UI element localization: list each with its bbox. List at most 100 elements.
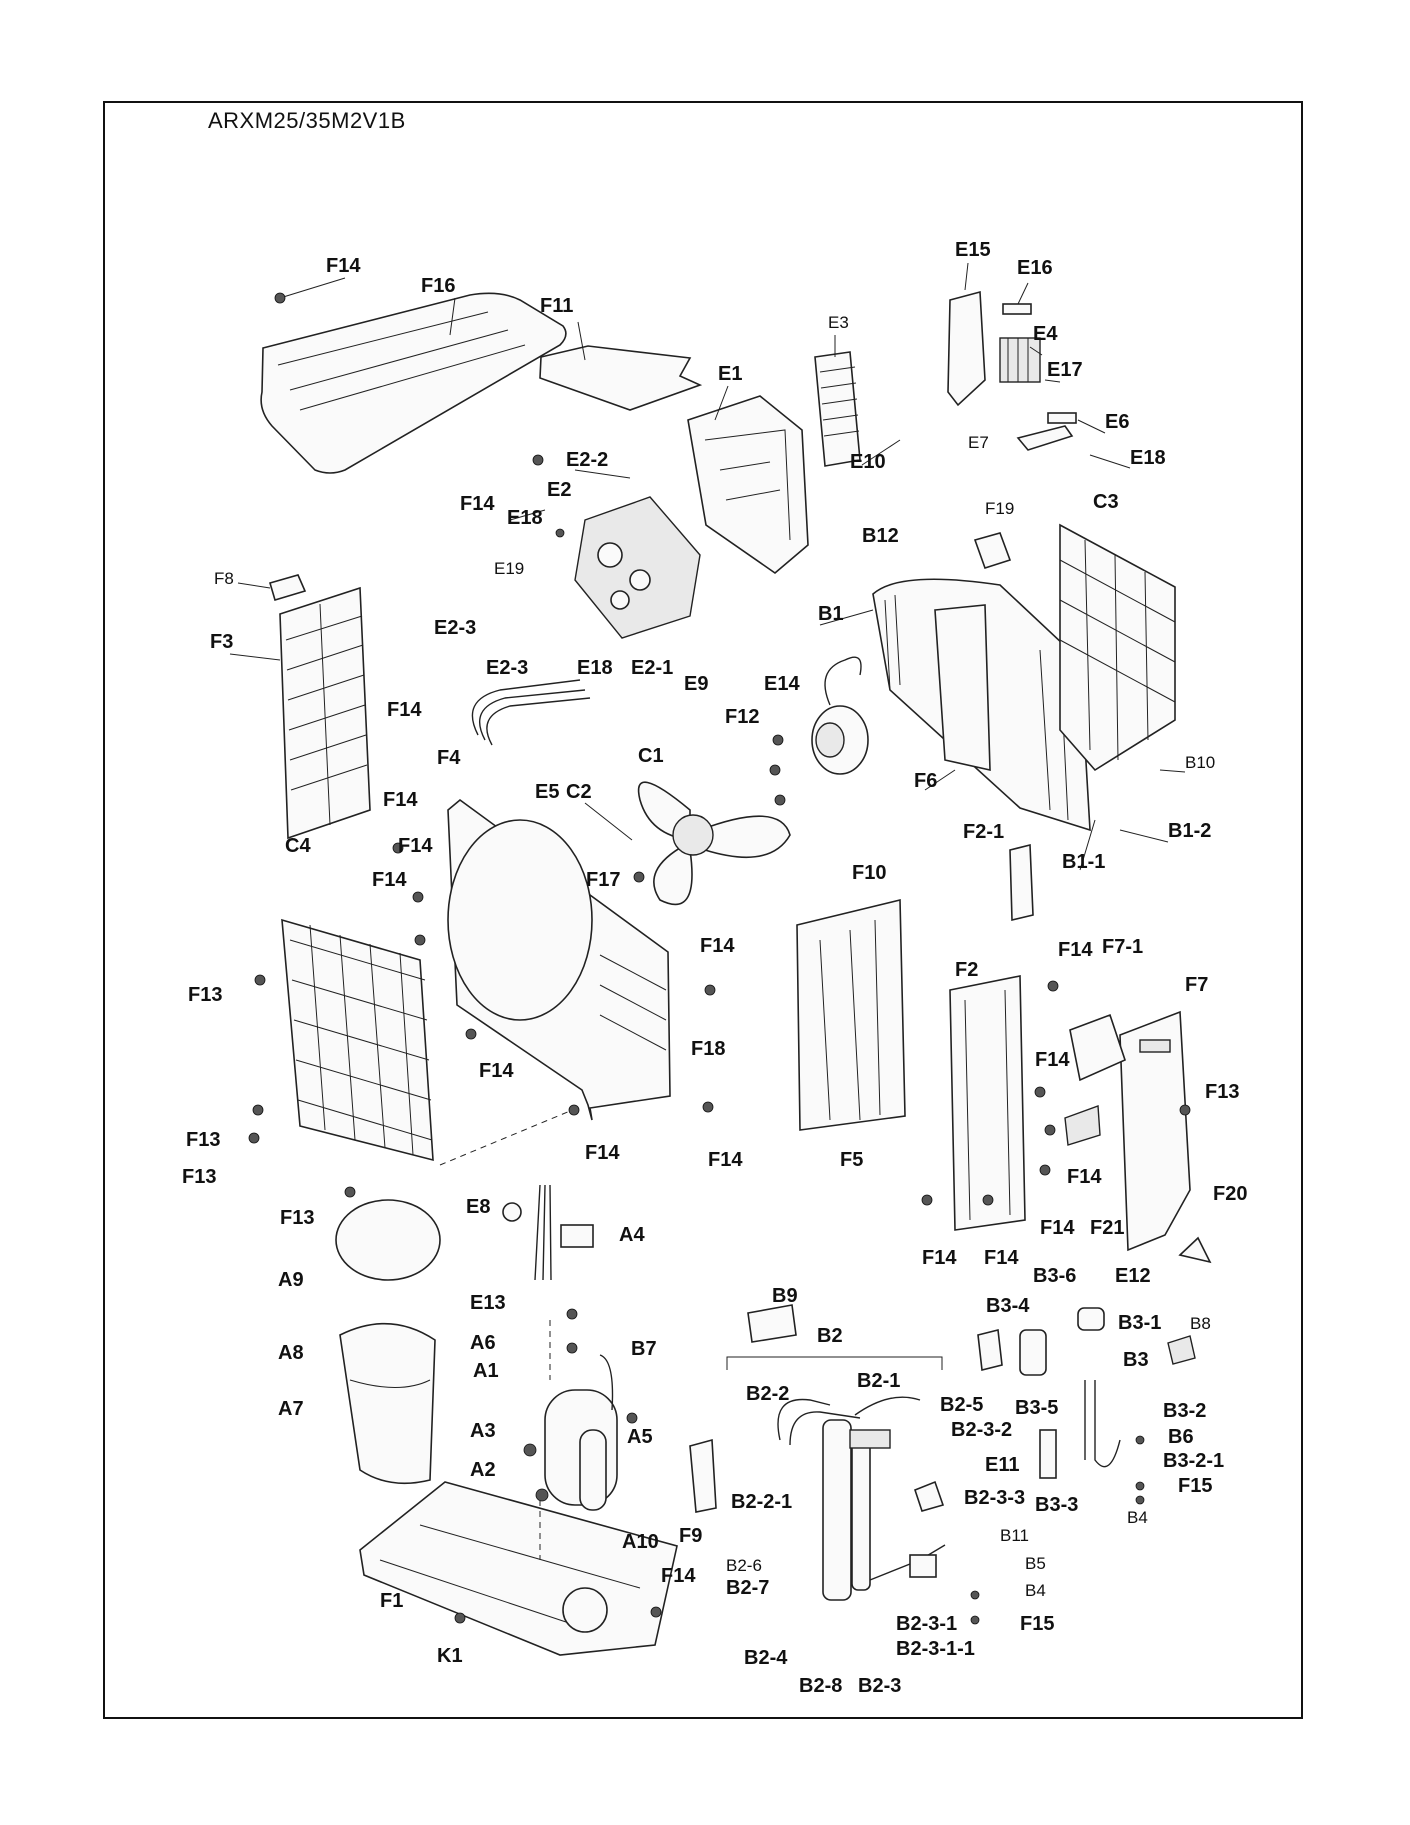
part-label: E19 [494, 559, 524, 578]
part-label: E2-3 [486, 657, 528, 679]
part-label: A10 [622, 1531, 659, 1553]
part-label: F14 [922, 1247, 957, 1269]
side-cover-f7 [1119, 1010, 1191, 1252]
part-label: B2-3-1-1 [896, 1638, 975, 1660]
part-label: F8 [214, 569, 234, 588]
part-label: E2 [547, 479, 571, 501]
part-label: B2-1 [857, 1370, 900, 1392]
part-label: F1 [380, 1590, 403, 1612]
coil-b1 [872, 578, 1091, 832]
diagram-border [103, 101, 1303, 1719]
part-label: E15 [955, 239, 991, 261]
part-label: B3-3 [1035, 1494, 1078, 1516]
part-label: A9 [278, 1269, 304, 1291]
part-label: A4 [619, 1224, 645, 1246]
part-label: A8 [278, 1342, 304, 1364]
compressor-a1 [544, 1354, 618, 1511]
part-label: A7 [278, 1398, 304, 1420]
front-frame-f4 [447, 798, 671, 1121]
insulation-a8-a7 [339, 1322, 436, 1485]
part-label: B3-4 [986, 1295, 1030, 1317]
part-label: E8 [466, 1196, 490, 1218]
part-label: B3-2-1 [1163, 1450, 1224, 1472]
base-plate-f1 [359, 1481, 678, 1656]
part-label: E3 [828, 313, 849, 332]
wires-e5 [471, 679, 591, 746]
part-label: B2-2-1 [731, 1491, 792, 1513]
part-label: F13 [182, 1166, 216, 1188]
part-label: B3-6 [1033, 1265, 1076, 1287]
part-label: B3-5 [1015, 1397, 1058, 1419]
part-label: A6 [470, 1332, 496, 1354]
part-label: E18 [1130, 447, 1166, 469]
part-label: K1 [437, 1645, 463, 1667]
part-label: F14 [708, 1149, 743, 1171]
part-label: B2-7 [726, 1577, 769, 1599]
part-label: E1 [718, 363, 742, 385]
part-label: F2-1 [963, 821, 1004, 843]
bracket-e15 [947, 290, 1077, 451]
part-label: F18 [691, 1038, 725, 1060]
part-label: B4 [1127, 1508, 1148, 1527]
part-label: B8 [1190, 1314, 1211, 1333]
propeller-c1 [637, 781, 791, 906]
part-label: F7-1 [1102, 936, 1143, 958]
part-label: E18 [507, 507, 543, 529]
part-label: F14 [1040, 1217, 1075, 1239]
part-b9 [747, 1304, 797, 1343]
part-label: F14 [700, 935, 735, 957]
part-label: B7 [631, 1338, 657, 1360]
part-label: A2 [470, 1459, 496, 1481]
screws [248, 292, 1191, 1625]
part-label: F14 [383, 789, 418, 811]
part-label: B6 [1168, 1426, 1194, 1448]
part-label: F14 [1035, 1049, 1070, 1071]
part-label: F3 [210, 631, 233, 653]
top-cover-part [260, 292, 567, 474]
part-label: F13 [188, 984, 222, 1006]
bracket-f7-1 [1069, 1013, 1126, 1082]
part-label: F15 [1020, 1613, 1054, 1635]
part-label: B2-8 [799, 1675, 842, 1697]
sign-f20 [1178, 1236, 1212, 1264]
part-label: F14 [984, 1247, 1019, 1269]
part-label: E9 [684, 673, 708, 695]
front-grille-c4 [281, 918, 434, 1162]
part-label: C4 [285, 835, 311, 857]
leader-lines [229, 262, 1186, 871]
part-label: F14 [372, 869, 407, 891]
part-label: F5 [840, 1149, 863, 1171]
model-title: ARXM25/35M2V1B [208, 108, 406, 133]
panel-f11 [539, 345, 703, 411]
part-label: F12 [725, 706, 759, 728]
part-label: F7 [1185, 974, 1208, 996]
part-label: B1-2 [1168, 820, 1211, 842]
part-label: E16 [1017, 257, 1053, 279]
part-label: E10 [850, 451, 886, 473]
part-label: B2-6 [726, 1556, 762, 1575]
part-label: F15 [1178, 1475, 1212, 1497]
part-label: E11 [985, 1454, 1019, 1476]
part-label: F4 [437, 747, 461, 769]
part-label: F21 [1090, 1217, 1124, 1239]
assembly-line [439, 1110, 571, 1166]
part-label: E5 [535, 781, 559, 803]
panel-f2-1 [1009, 843, 1034, 922]
side-grille-f3 [279, 586, 371, 840]
part-label: E4 [1033, 323, 1058, 345]
part-label: E2-3 [434, 617, 476, 639]
part-label: B2 [817, 1325, 843, 1347]
part-label: C1 [638, 745, 664, 767]
part-label: F13 [280, 1207, 314, 1229]
part-label: F19 [985, 499, 1014, 518]
part-label: B3 [1123, 1349, 1149, 1371]
part-f9 [689, 1438, 717, 1513]
clip-f19 [973, 532, 1012, 569]
part-label: E6 [1105, 411, 1129, 433]
motor-e14 [811, 656, 869, 775]
part-label: F9 [679, 1525, 702, 1547]
part-label: F14 [398, 835, 433, 857]
part-label: B2-3-3 [964, 1487, 1025, 1509]
part-label: F14 [1067, 1166, 1102, 1188]
part-label: F14 [1058, 939, 1093, 961]
